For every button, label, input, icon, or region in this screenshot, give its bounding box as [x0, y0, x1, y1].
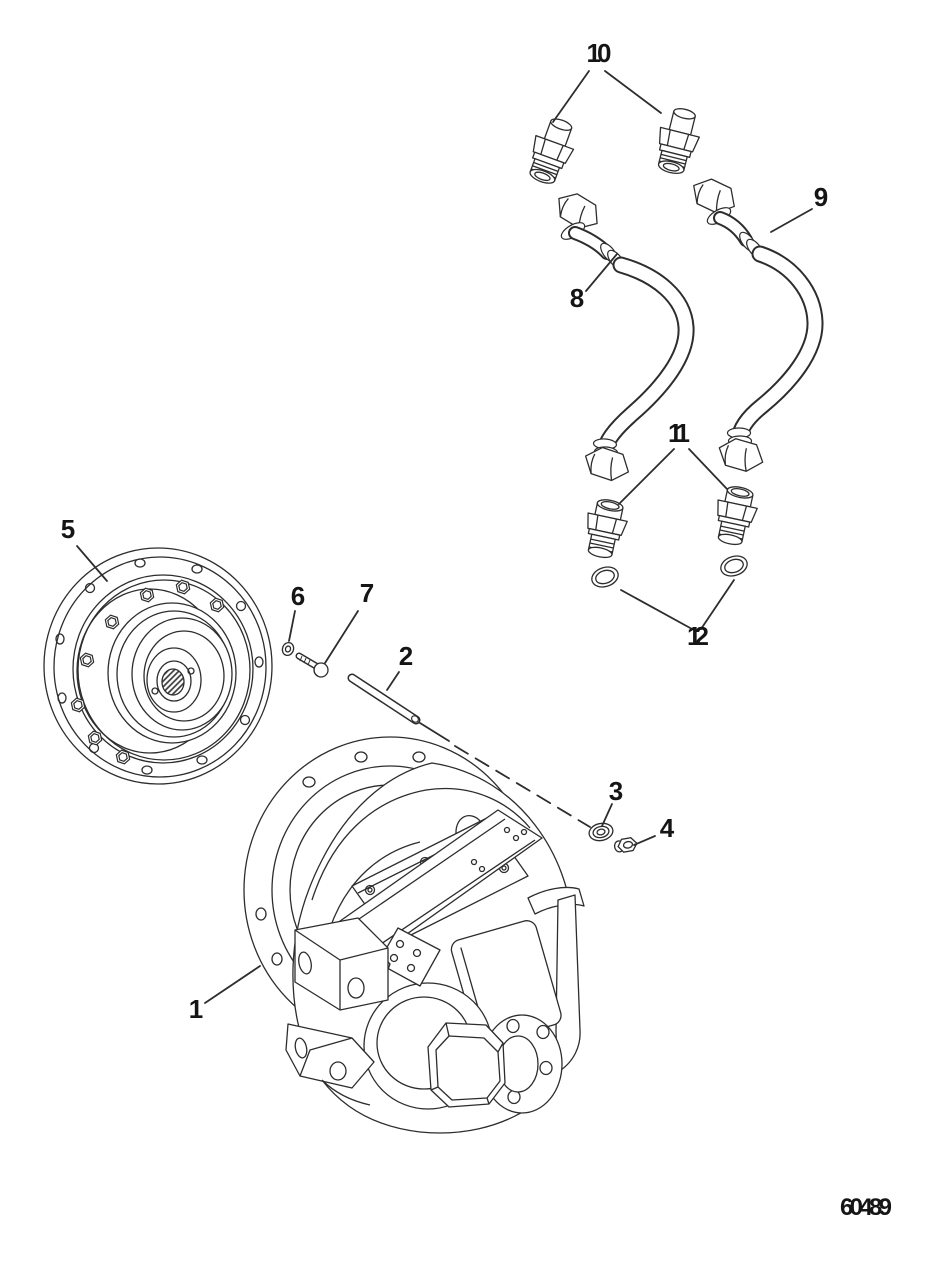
leader-9: [770, 208, 813, 233]
leader-10-right: [604, 70, 662, 114]
fitting-10-left: [521, 112, 583, 189]
leader-11-right: [688, 448, 728, 490]
screw-part-7: [295, 652, 329, 678]
leader-7: [324, 610, 359, 664]
hose-part-8: [551, 188, 695, 483]
callout-11: 11: [668, 418, 690, 448]
fitting-pair-part-11: [579, 482, 762, 562]
fitting-11-right: [709, 482, 762, 549]
callout-6: 6: [291, 581, 305, 611]
callout-7: 7: [360, 578, 374, 608]
plug-part-4: [613, 837, 638, 853]
output-flange: [481, 1014, 563, 1114]
alignment-dashed-line: [454, 745, 591, 828]
leader-5: [76, 545, 108, 582]
callout-10: 10: [587, 38, 612, 68]
callout-2: 2: [399, 641, 413, 671]
output-coupling: [427, 1022, 506, 1108]
left-mount-brackets: [285, 917, 389, 1089]
leader-12-left: [620, 589, 693, 630]
leader-11-left: [618, 448, 675, 505]
callout-5: 5: [61, 514, 75, 544]
damper-rim-holes: [55, 558, 264, 775]
fitting-pair-part-10: [521, 103, 706, 189]
leader-4: [633, 835, 656, 846]
callout-labels: 1 2 3 4 5 6 7 8 9 10 11 12: [61, 38, 828, 1024]
damper-plate-part-5: [43, 547, 273, 785]
drawing-number: 60489: [840, 1194, 892, 1221]
hose-part-9: [688, 175, 824, 473]
leader-2: [386, 671, 400, 691]
leader-6: [288, 610, 296, 642]
fitting-11-left: [579, 495, 632, 562]
transmission-assembly-part-1: [243, 736, 585, 1134]
leader-lines: [76, 70, 813, 1004]
sealing-washer-part-3: [588, 822, 614, 842]
leader-2-extension: [419, 722, 450, 742]
o-ring-left: [588, 563, 622, 591]
leader-3: [601, 803, 613, 827]
dowel-pin-part-2: [347, 673, 421, 725]
o-ring-right: [717, 552, 751, 580]
callout-4: 4: [660, 813, 675, 843]
leader-10-left: [552, 70, 590, 123]
leader-1: [204, 965, 261, 1004]
callout-12: 12: [687, 621, 709, 651]
callout-8: 8: [570, 283, 584, 313]
washer-part-6: [281, 641, 295, 657]
leader-8: [585, 253, 618, 292]
callout-1: 1: [189, 994, 203, 1024]
o-ring-pair-part-12: [588, 552, 751, 591]
callout-3: 3: [609, 776, 623, 806]
fitting-10-right: [649, 103, 706, 178]
splined-bore: [161, 668, 185, 696]
leader-12-right: [700, 579, 735, 630]
callout-9: 9: [814, 182, 828, 212]
